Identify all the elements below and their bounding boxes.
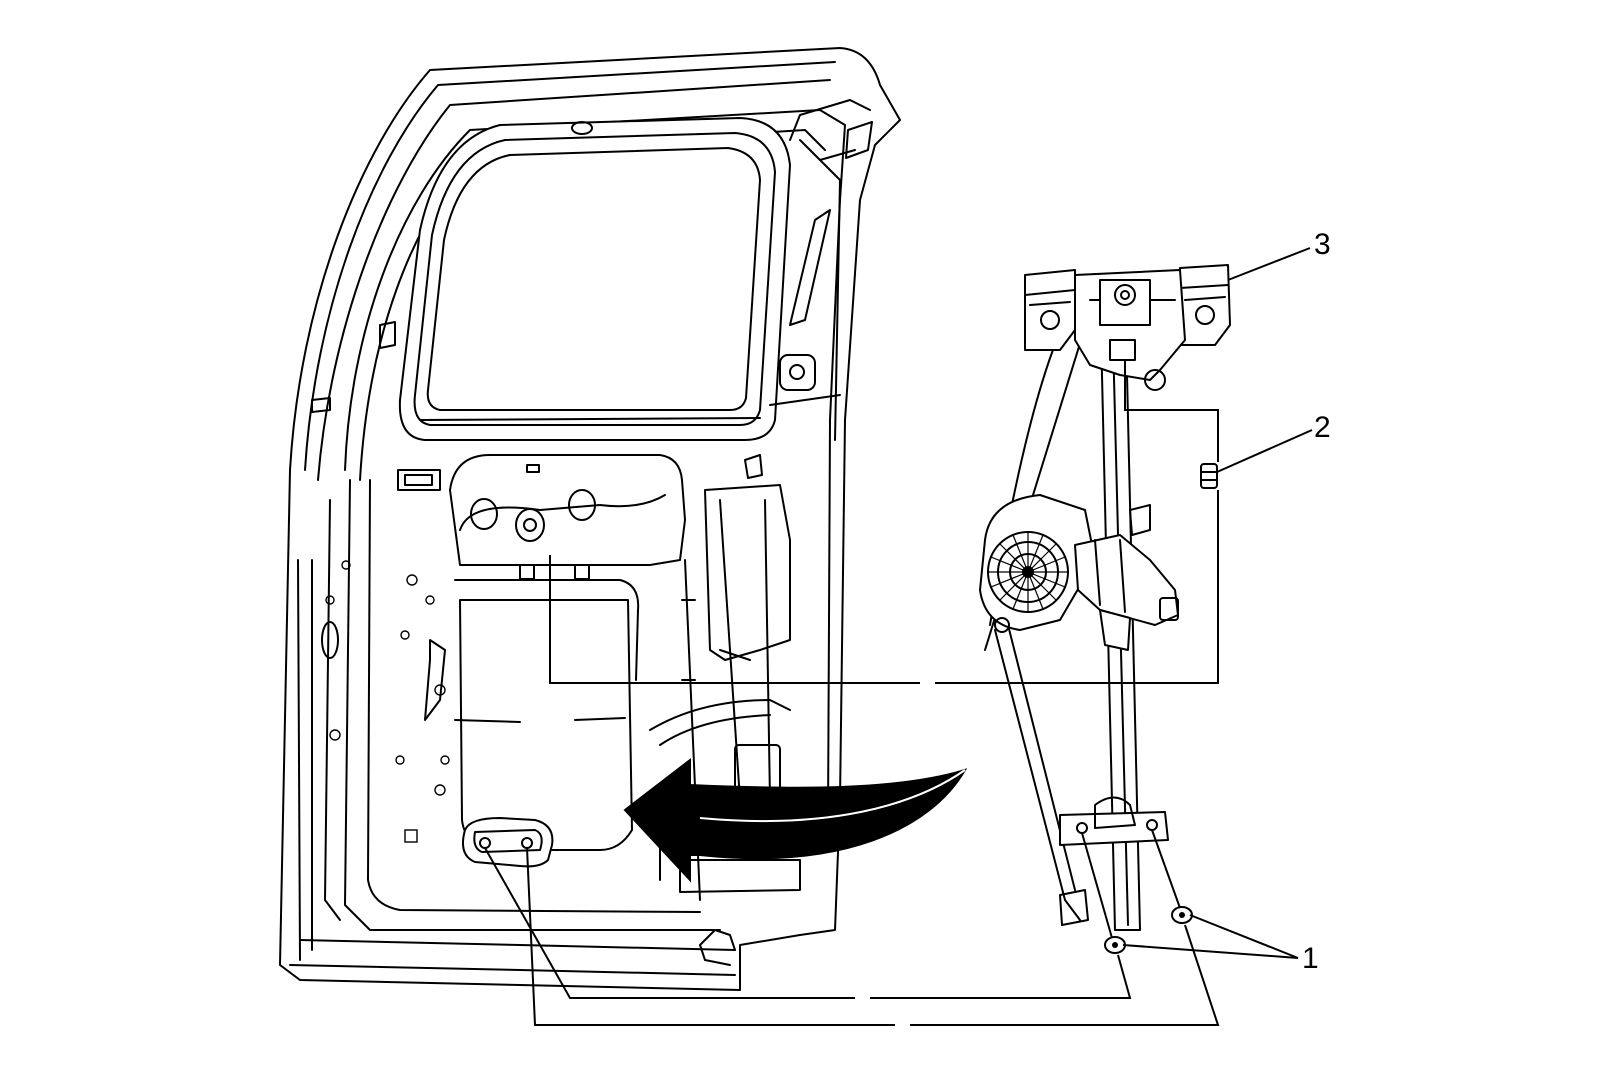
door-inner-panel [279, 47, 901, 991]
window-regulator-assembly [979, 264, 1231, 954]
alignment-lines [484, 360, 1220, 1026]
upper-glass-clip-left [1024, 269, 1076, 351]
callout-label-1: 1 [1302, 942, 1319, 975]
regulator-stud-2 [1200, 463, 1218, 489]
regulator-nut-1b [1171, 906, 1193, 924]
regulator-motor [979, 494, 1179, 651]
callout-1: 1 [1122, 914, 1319, 975]
regulator-nut-1a [1104, 936, 1126, 954]
callout-2: 2 [1216, 411, 1331, 473]
callout-label-3: 3 [1314, 228, 1331, 261]
lower-regulator-bracket [1059, 796, 1169, 926]
upper-glass-clip-right [1179, 264, 1231, 346]
callout-3: 3 [1227, 228, 1331, 281]
callout-label-2: 2 [1314, 411, 1331, 444]
